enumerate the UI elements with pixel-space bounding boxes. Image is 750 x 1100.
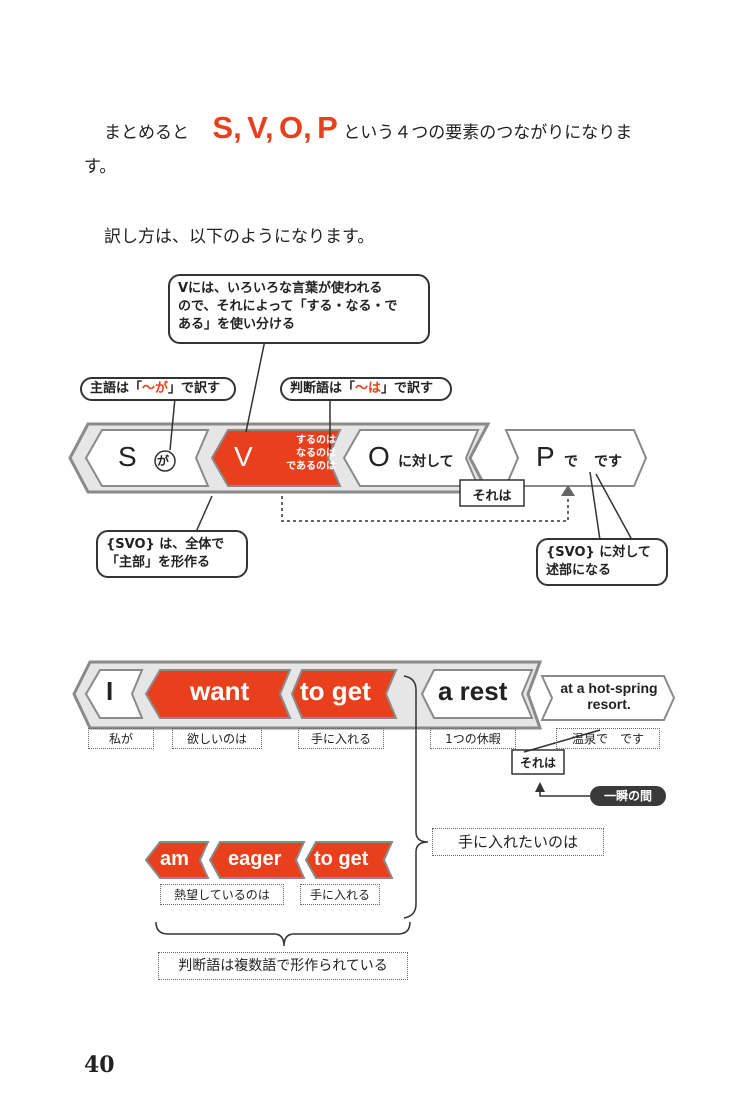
ga-particle: が bbox=[157, 454, 170, 468]
o-box bbox=[342, 429, 480, 487]
callout-judge-post: 」で訳す bbox=[381, 381, 434, 396]
p-de: で bbox=[564, 454, 578, 470]
i-box bbox=[84, 669, 144, 719]
v-box bbox=[210, 429, 342, 487]
s-letter: S bbox=[118, 441, 137, 472]
callout-judge-red: 〜は bbox=[355, 381, 382, 396]
callout-v-line-2: ので、それによって「する・なる・で bbox=[178, 299, 398, 314]
callout-judge-pre: 判断語は「 bbox=[290, 381, 356, 396]
s-box bbox=[84, 429, 210, 487]
bottom-note: 判断語は複数語で形作られている bbox=[158, 952, 408, 980]
callout-v-words: Vには、いろいろな言葉が使われる ので、それによって「する・なる・で ある」を使… bbox=[168, 274, 430, 344]
o-letter: O bbox=[368, 441, 390, 472]
element-o: O, bbox=[278, 110, 312, 145]
note-svo-subject: {SVO} は、全体で 「主部」を形作る bbox=[96, 530, 248, 578]
callout-subject: 主語は「〜が」で訳す bbox=[80, 377, 236, 401]
v-letter: V bbox=[234, 441, 253, 472]
a-rest-box bbox=[420, 669, 534, 719]
word-am: am bbox=[160, 848, 189, 870]
word-want: want bbox=[190, 676, 250, 706]
element-p: P bbox=[317, 110, 338, 145]
translation-intro: 訳し方は、以下のようになります。 bbox=[104, 227, 375, 247]
gloss-place: 温泉で です bbox=[556, 728, 660, 749]
place-line-1: at a hot-spring bbox=[560, 680, 658, 696]
word-to-get-2: to get bbox=[314, 848, 369, 870]
gloss-to-get: 手に入れる bbox=[298, 728, 384, 749]
note-pred-line-2: 述部になる bbox=[546, 563, 612, 578]
sentence-diagram bbox=[72, 660, 676, 947]
want-box bbox=[144, 669, 292, 719]
note-predicate: {SVO} に対して 述部になる bbox=[536, 538, 668, 586]
callout-subject-post: 」で訳す bbox=[168, 381, 221, 396]
place-box bbox=[540, 675, 676, 721]
element-s: S, bbox=[212, 110, 242, 145]
intro-line-1: まとめると S, V, O, P という４つの要素のつながりになりま bbox=[104, 110, 632, 146]
word-to-get: to get bbox=[300, 676, 371, 706]
word-i: I bbox=[106, 676, 114, 706]
moment-badge: 一瞬の間 bbox=[590, 786, 666, 806]
eager-box bbox=[208, 841, 306, 879]
to-get2-box bbox=[304, 841, 394, 879]
intro-suffix: という４つの要素のつながりになりま bbox=[343, 123, 633, 143]
word-a-rest: a rest bbox=[438, 676, 508, 706]
v-form-suru: するのは bbox=[296, 435, 336, 446]
intro-prefix: まとめると bbox=[104, 123, 189, 143]
v-form-naru: なるのは bbox=[296, 448, 336, 459]
sore-wa-label: それは bbox=[472, 489, 512, 504]
bottom-brace bbox=[155, 921, 411, 947]
am-box bbox=[144, 841, 210, 879]
page-number: 40 bbox=[84, 1052, 115, 1078]
gloss-want: 欲しいのは bbox=[172, 728, 262, 749]
svpo-diagram bbox=[68, 339, 648, 541]
callout-subject-red: 〜が bbox=[142, 381, 169, 396]
p-box bbox=[504, 429, 648, 487]
to-get-box bbox=[290, 669, 398, 719]
gloss-i: 私が bbox=[88, 728, 154, 749]
v-form-dearu: であるのは bbox=[286, 461, 336, 472]
subject-brace bbox=[403, 675, 429, 919]
place-line-2: resort. bbox=[587, 696, 631, 712]
gloss-rest: 1つの休暇 bbox=[430, 728, 516, 749]
note-pred-line-1: {SVO} に対して bbox=[546, 545, 651, 560]
callout-v-line-1: Vには、いろいろな言葉が使われる bbox=[178, 281, 383, 296]
p-letter: P bbox=[536, 441, 555, 472]
p-desu: です bbox=[594, 454, 622, 470]
note-svo-line-1: {SVO} は、全体で bbox=[106, 537, 225, 552]
intro-line-2: す。 bbox=[84, 157, 117, 177]
v-forms: するのは なるのは であるのは bbox=[272, 434, 336, 473]
callout-judgment: 判断語は「〜は」で訳す bbox=[280, 377, 452, 401]
word-place: at a hot-spring resort. bbox=[548, 680, 670, 712]
element-v: V, bbox=[247, 110, 274, 145]
brace-note: 手に入れたいのは bbox=[432, 828, 604, 856]
note-svo-line-2: 「主部」を形作る bbox=[106, 555, 211, 570]
callout-v-line-3: ある」を使い分ける bbox=[178, 317, 296, 332]
word-eager: eager bbox=[228, 848, 282, 870]
sore-wa-label-2: それは bbox=[519, 756, 556, 770]
o-suffix: に対して bbox=[398, 454, 454, 470]
gloss-to-get-2: 手に入れる bbox=[300, 884, 380, 905]
gloss-eager: 熱望しているのは bbox=[160, 884, 284, 905]
callout-subject-pre: 主語は「 bbox=[90, 381, 143, 396]
